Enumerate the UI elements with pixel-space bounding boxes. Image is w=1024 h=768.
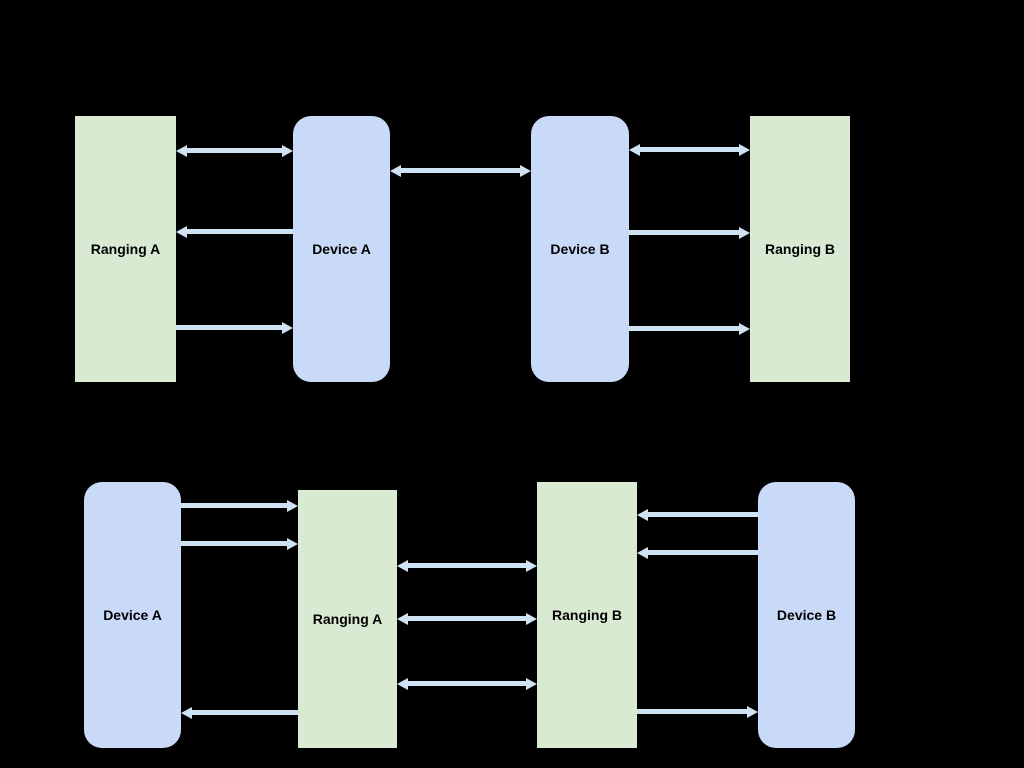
arrow-top-deviceA-deviceB-bidirectional [390, 168, 531, 173]
bottom-device-a-label: Device A [103, 607, 162, 623]
arrow-top-deviceB-rangingB-bidirectional [629, 147, 750, 152]
arrow-bottom-rangingA-rangingB-bidirectional-3 [397, 681, 537, 686]
bottom-ranging-b-label: Ranging B [552, 607, 622, 623]
arrow-top-deviceA-to-rangingA [176, 229, 293, 234]
arrow-bottom-rangingA-to-deviceA [181, 710, 298, 715]
arrow-bottom-deviceB-to-rangingB-1 [637, 512, 758, 517]
top-ranging-a-box: Ranging A [75, 116, 176, 382]
arrow-bottom-rangingA-rangingB-bidirectional-1 [397, 563, 537, 568]
arrow-bottom-deviceA-to-rangingA-1 [181, 503, 298, 508]
top-ranging-a-label: Ranging A [90, 241, 161, 257]
top-device-a-box: Device A [293, 116, 390, 382]
top-ranging-b-box: Ranging B [750, 116, 850, 382]
bottom-ranging-a-label: Ranging A [312, 611, 383, 627]
top-ranging-b-label: Ranging B [765, 241, 835, 257]
arrow-bottom-deviceB-to-rangingB-2 [637, 550, 758, 555]
bottom-device-a-box: Device A [84, 482, 181, 748]
top-device-a-label: Device A [312, 241, 371, 257]
bottom-device-b-label: Device B [776, 607, 837, 623]
arrow-top-deviceB-to-rangingB-1 [629, 230, 750, 235]
arrow-top-rangingA-deviceA-bidirectional [176, 148, 293, 153]
top-device-b-box: Device B [531, 116, 629, 382]
arrow-bottom-rangingB-to-deviceB [637, 709, 758, 714]
arrow-bottom-rangingA-rangingB-bidirectional-2 [397, 616, 537, 621]
bottom-device-b-box: Device B [758, 482, 855, 748]
arrow-bottom-deviceA-to-rangingA-2 [181, 541, 298, 546]
arrow-top-rangingA-to-deviceA [176, 325, 293, 330]
bottom-ranging-a-box: Ranging A [298, 490, 397, 748]
arrow-top-deviceB-to-rangingB-2 [629, 326, 750, 331]
top-device-b-label: Device B [550, 241, 610, 257]
bottom-ranging-b-box: Ranging B [537, 482, 637, 748]
